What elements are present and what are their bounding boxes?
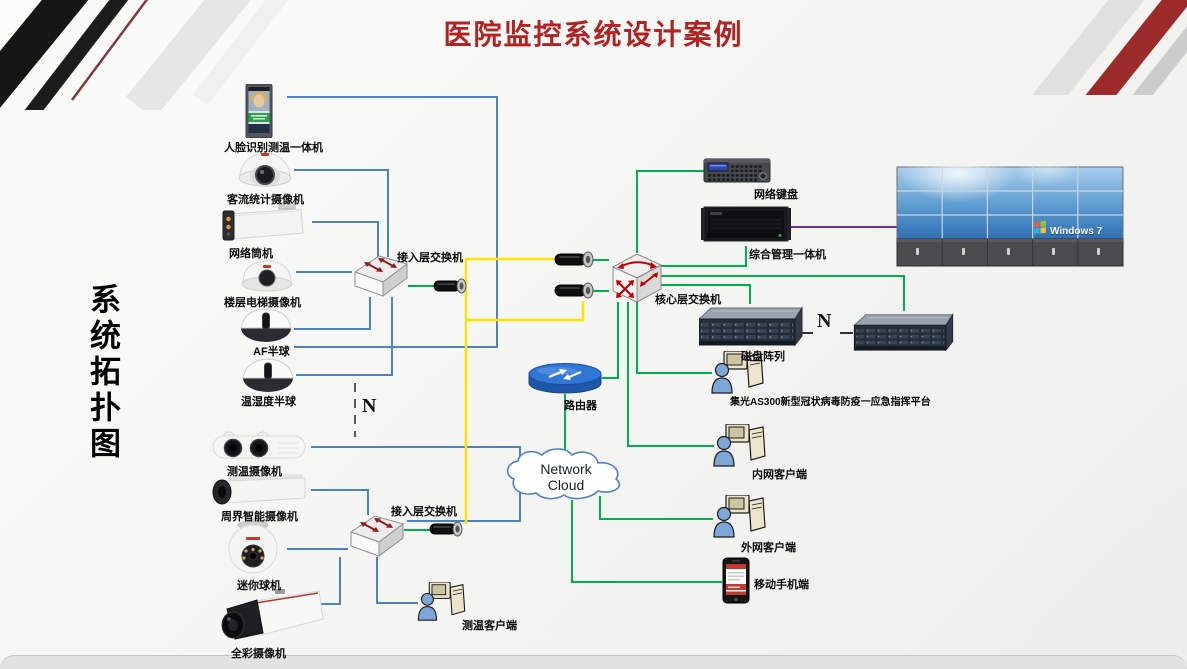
array-repeat-n: N (817, 310, 832, 332)
slide-title: 医院监控系统设计案例 (443, 19, 744, 50)
label-access-switch-1: 接入层交换机 (397, 252, 463, 264)
network-cloud-icon: Network Cloud (502, 447, 635, 502)
router-icon (527, 362, 603, 395)
label-bullet-camera: 网络筒机 (229, 248, 273, 260)
mini-ptz-dome-icon (219, 518, 287, 576)
label-intranet-client: 内网客户端 (752, 469, 807, 481)
label-router: 路由器 (564, 400, 597, 412)
cloud-label-line2: Cloud (548, 477, 585, 493)
intranet-client-icon (713, 424, 767, 468)
label-thermal-camera: 测温摄像机 (227, 466, 282, 478)
fullcolor-box-camera-icon (219, 589, 325, 643)
label-access-switch-2: 接入层交换机 (391, 506, 457, 518)
core-switch-icon (607, 251, 667, 305)
flow-statistics-camera-icon (236, 147, 294, 189)
network-keyboard-icon (703, 156, 771, 184)
mobile-phone-icon (722, 557, 750, 604)
face-recognition-terminal-icon (231, 84, 287, 138)
label-disk-array: 磁盘阵列 (741, 351, 785, 363)
fiber-transceiver-icon (554, 281, 594, 301)
elevator-camera-icon (238, 257, 296, 293)
label-mgmt-server: 综合管理一体机 (749, 249, 826, 261)
camera-repeat-n: N (362, 395, 377, 417)
label-network-keyboard: 网络键盘 (754, 189, 798, 201)
af-dome-camera-icon (238, 307, 294, 343)
label-mobile-client: 移动手机端 (754, 579, 809, 591)
management-server-icon (701, 203, 791, 245)
label-elevator-camera: 楼层电梯摄像机 (224, 297, 301, 309)
thermal-client-icon (417, 582, 467, 622)
fiber-transceiver-icon (429, 520, 463, 538)
label-fullcolor-camera: 全彩摄像机 (231, 648, 286, 660)
label-humiture-dome: 温湿度半球 (241, 396, 296, 408)
thermal-camera-icon (207, 430, 311, 464)
bottom-bar (0, 655, 1187, 669)
access-switch-2-icon (347, 512, 407, 558)
video-wall-icon (896, 166, 1124, 267)
label-core-switch: 核心层交换机 (655, 294, 721, 306)
cloud-label-line1: Network (540, 461, 592, 477)
network-wires (404, 170, 905, 583)
disk-array-icon (852, 310, 956, 352)
label-emergency-platform: 集光AS300新型冠状病毒防疫一应急指挥平台 (730, 397, 931, 408)
extranet-client-icon (713, 495, 767, 539)
top-right-stripes (1032, 0, 1187, 95)
label-flow-camera: 客流统计摄像机 (227, 194, 304, 206)
perimeter-camera-icon (207, 474, 311, 507)
top-left-stripes (0, 0, 289, 110)
video-wall-os-label: Windows 7 (1050, 226, 1103, 237)
label-face-terminal: 人脸识别测温一体机 (224, 142, 323, 154)
side-vertical-label: 系统拓扑图 (85, 283, 120, 463)
fiber-transceiver-icon (554, 250, 594, 270)
fiber-transceiver-icon (433, 277, 467, 295)
disk-array-icon (699, 303, 803, 347)
label-af-dome: AF半球 (253, 346, 290, 358)
humiture-dome-camera-icon (240, 357, 296, 393)
label-thermal-client: 测温客户端 (462, 620, 517, 632)
label-mini-ptz: 迷你球机 (237, 580, 281, 592)
network-bullet-camera-icon (221, 202, 313, 244)
label-perimeter-camera: 周界智能摄像机 (221, 511, 298, 523)
label-extranet-client: 外网客户端 (741, 542, 796, 554)
